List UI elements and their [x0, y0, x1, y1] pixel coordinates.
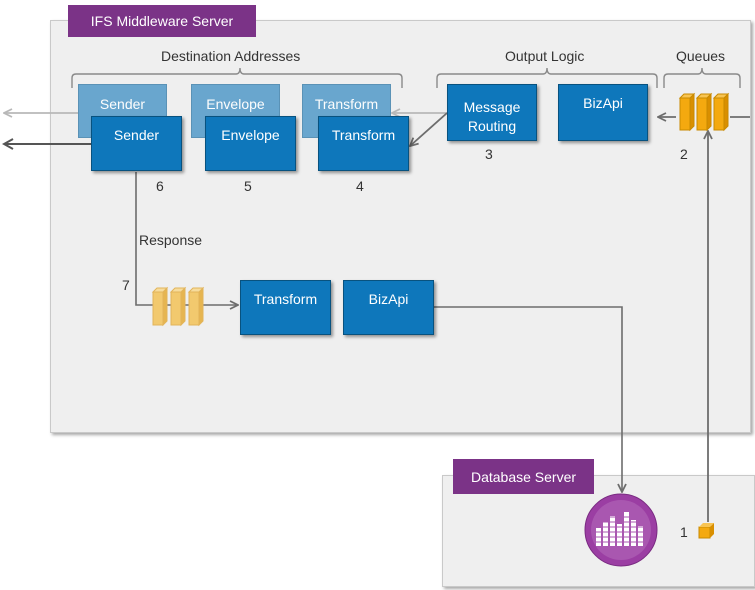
response-label: Response: [139, 232, 203, 248]
step-number-3: 3: [485, 146, 493, 162]
queue-icon: [678, 92, 730, 132]
bizapi-top-box: BizApi: [558, 84, 648, 141]
response-queue-icon: [151, 286, 205, 327]
bizapi-to-db-path: [434, 306, 622, 492]
step-number-4: 4: [356, 178, 364, 194]
output-logic-bracket: [436, 67, 658, 88]
envelope-box: Envelope: [205, 116, 296, 171]
message-routing-box: Message Routing: [447, 84, 537, 141]
database-icon: [584, 493, 658, 567]
step-number-5: 5: [244, 178, 252, 194]
queues-bracket: [663, 67, 741, 88]
routing-to-transform-arrow: [410, 112, 448, 146]
transform-bottom-box: Transform: [240, 280, 331, 335]
destination-bracket: [71, 67, 403, 88]
step-number-1: 1: [680, 524, 688, 540]
output-logic-label: Output Logic: [505, 48, 585, 64]
step-number-7: 7: [122, 277, 130, 293]
bizapi-bottom-box: BizApi: [343, 280, 434, 335]
database-server-tag: Database Server: [453, 459, 594, 494]
transform-box: Transform: [318, 116, 409, 171]
middleware-server-tag: IFS Middleware Server: [68, 5, 256, 37]
message-cube-icon: [698, 523, 714, 539]
step-number-2: 2: [680, 146, 688, 162]
message-routing-line1: Message: [463, 99, 521, 115]
step-number-6: 6: [156, 178, 164, 194]
sender-box: Sender: [91, 116, 182, 171]
queues-label: Queues: [676, 48, 726, 64]
response-path: [135, 172, 238, 305]
destination-addresses-label: Destination Addresses: [161, 48, 301, 64]
message-routing-line2: Routing: [467, 118, 517, 134]
